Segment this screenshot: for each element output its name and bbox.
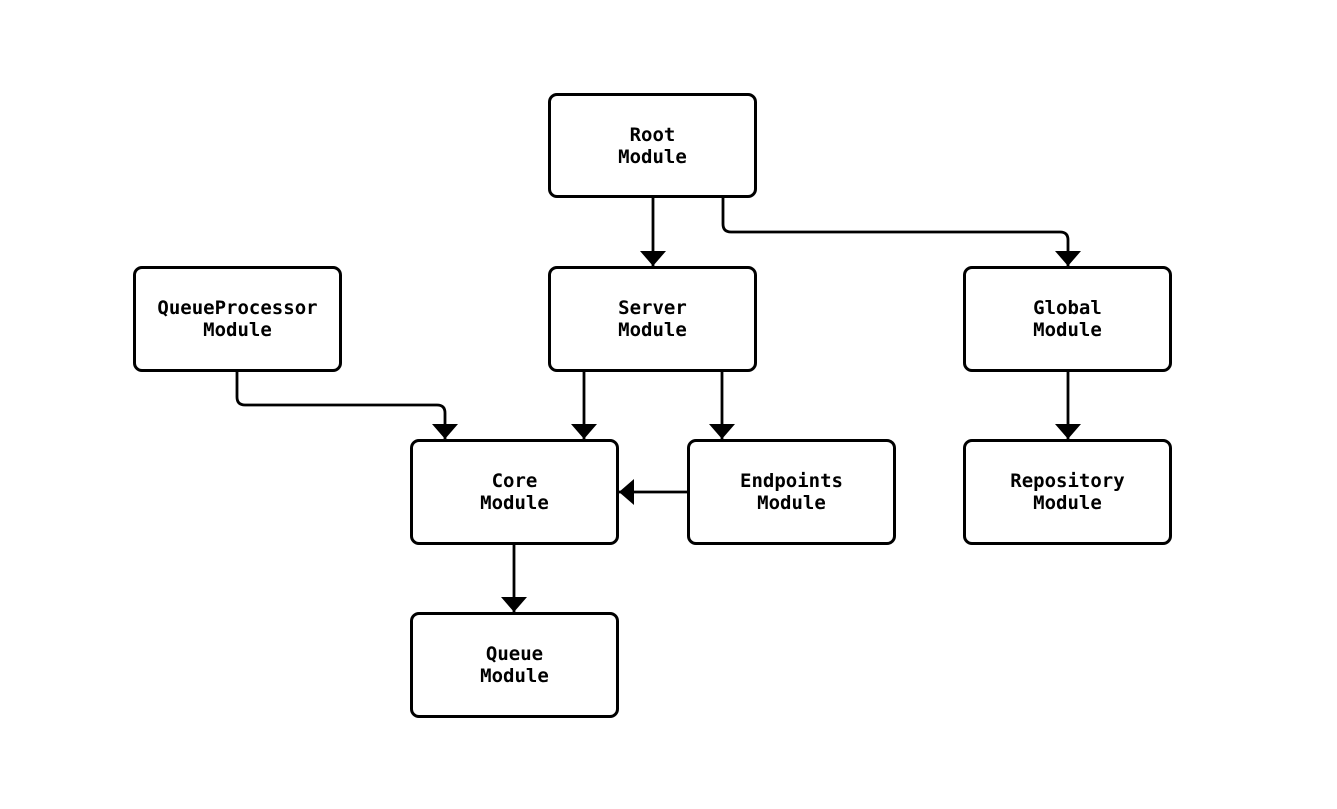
node-queueprocessor-module: QueueProcessor Module (133, 266, 342, 372)
node-repository-module: Repository Module (963, 439, 1172, 545)
node-label: Queue Module (480, 643, 549, 687)
node-label: Endpoints Module (740, 470, 843, 514)
node-label: Server Module (618, 297, 687, 341)
node-label: Global Module (1033, 297, 1102, 341)
node-queue-module: Queue Module (410, 612, 619, 718)
node-label: Repository Module (1010, 470, 1125, 514)
node-root-module: Root Module (548, 93, 757, 198)
edge-queueprocessor-to-core (235, 372, 458, 439)
node-core-module: Core Module (410, 439, 619, 545)
node-global-module: Global Module (963, 266, 1172, 372)
node-endpoints-module: Endpoints Module (687, 439, 896, 545)
node-label: QueueProcessor Module (157, 297, 318, 341)
edge-root-to-global (721, 198, 1081, 266)
node-server-module: Server Module (548, 266, 757, 372)
node-label: Root Module (618, 123, 687, 168)
node-label: Core Module (480, 470, 549, 514)
